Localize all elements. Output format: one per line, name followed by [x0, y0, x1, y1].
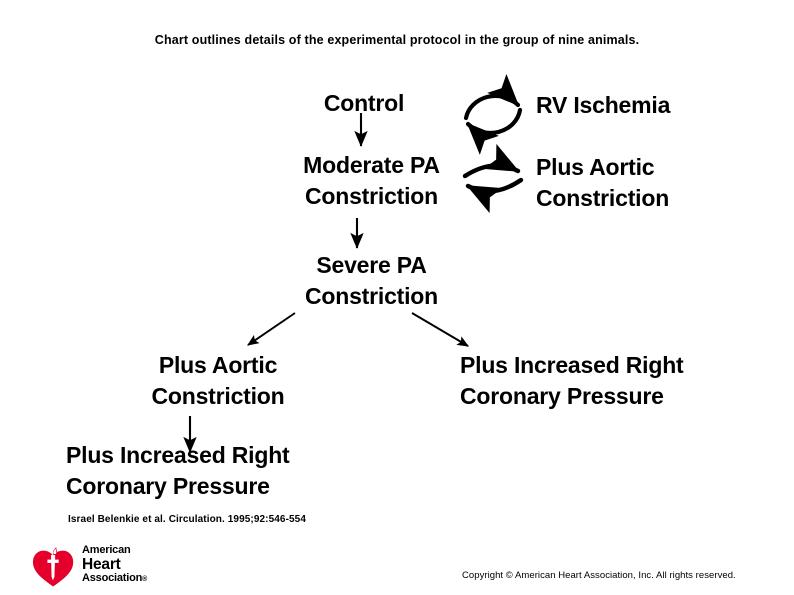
cycle-arrow-moderate-pa-plus-aortic	[462, 143, 524, 214]
node-rv-ischemia: RV Ischemia	[536, 92, 671, 118]
heart-torch-icon	[32, 547, 74, 587]
slide-caption: Chart outlines details of the experiment…	[154, 33, 640, 47]
node-plus-increased-right-coronary-pressure-right: Plus Increased Right Coronary Pressure	[460, 352, 684, 409]
protocol-flowchart: Control RV Ischemia Moderate PA Constric…	[66, 74, 684, 499]
node-severe-pa-constriction: Severe PA Constriction	[304, 252, 439, 309]
arrow-severe-to-coronary-pressure	[411, 312, 469, 347]
copyright-text: Copyright © American Heart Association, …	[462, 570, 736, 581]
american-heart-association-logo: American Heart Association®	[30, 543, 205, 589]
aha-wordmark-association-text: Association	[82, 571, 143, 584]
aha-wordmark-line-heart: Heart	[82, 555, 121, 573]
node-plus-increased-right-coronary-pressure-left: Plus Increased Right Coronary Pressure	[66, 442, 290, 499]
node-plus-aortic-constriction-left: Plus Aortic Constriction	[151, 352, 285, 409]
registered-trademark-icon: ®	[142, 575, 148, 583]
aha-wordmark: American Heart Association®	[82, 544, 202, 585]
node-moderate-pa-constriction: Moderate PA Constriction	[303, 152, 440, 209]
cycle-arrow-control-rv-ischemia	[463, 74, 523, 155]
arrow-severe-to-plus-aortic	[247, 312, 296, 346]
aha-wordmark-line-association: Association®	[82, 571, 202, 585]
citation-text: Israel Belenkie et al. Circulation. 1995…	[68, 514, 306, 525]
node-plus-aortic-constriction-right: Plus Aortic Constriction	[536, 154, 670, 211]
node-control: Control	[323, 90, 405, 116]
aha-wordmark-line-american: American	[82, 544, 131, 556]
